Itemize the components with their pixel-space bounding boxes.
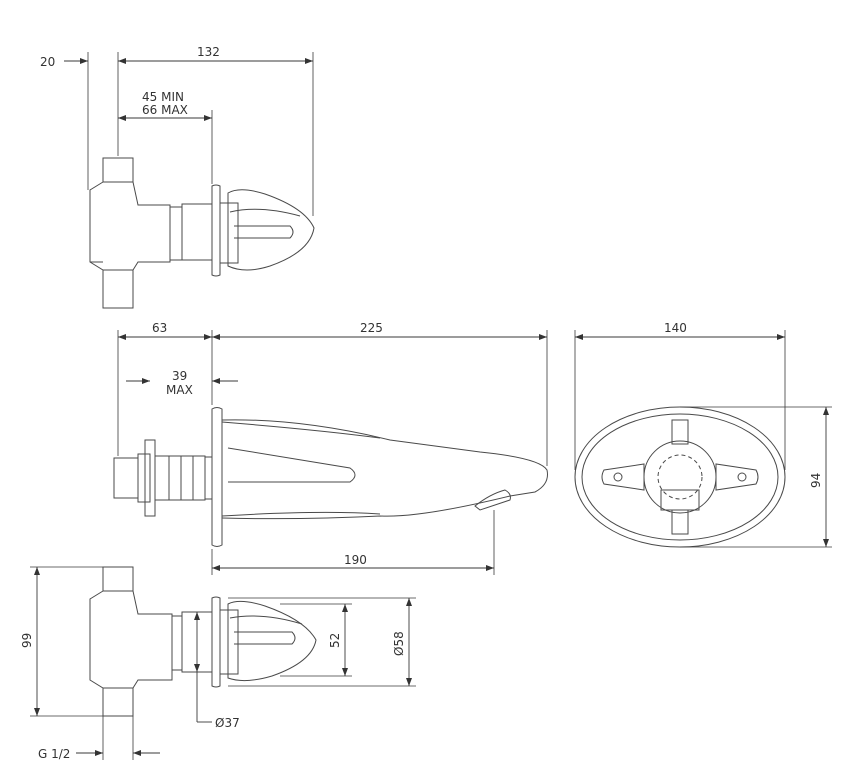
top-dimensions	[64, 52, 314, 216]
middle-side-view	[113, 330, 548, 575]
bottom-valve-body	[89, 566, 173, 717]
dim-140-label: 140	[664, 321, 687, 335]
middle-dimensions	[117, 330, 548, 575]
dim-190-label: 190	[344, 553, 367, 567]
top-valve-body	[89, 157, 171, 309]
dim-37-label: Ø37	[215, 716, 240, 730]
dim-52-label: 52	[328, 633, 342, 648]
dim-20-label: 20	[40, 55, 55, 69]
top-side-view	[64, 52, 315, 309]
middle-connector	[113, 407, 223, 547]
dim-132-label: 132	[197, 45, 220, 59]
dim-99-label: 99	[20, 633, 34, 648]
dim-max-label: MAX	[166, 383, 193, 397]
dim-66max-label: 66 MAX	[142, 103, 188, 117]
dim-63-label: 63	[152, 321, 167, 335]
dim-58-label: Ø58	[392, 631, 406, 656]
dim-94-label: 94	[809, 473, 823, 488]
front-dimensions	[574, 330, 832, 548]
dim-39-label: 39	[172, 369, 187, 383]
bottom-dimensions	[30, 566, 416, 760]
top-spindle	[169, 184, 239, 277]
thread-label: G 1/2	[38, 747, 70, 761]
front-view	[574, 330, 832, 548]
top-lever-handle	[227, 189, 315, 271]
dim-45min-label: 45 MIN	[142, 90, 184, 104]
bottom-side-view	[30, 566, 416, 760]
middle-spout	[221, 419, 548, 520]
dim-225-label: 225	[360, 321, 383, 335]
bottom-lever-handle	[227, 600, 317, 682]
